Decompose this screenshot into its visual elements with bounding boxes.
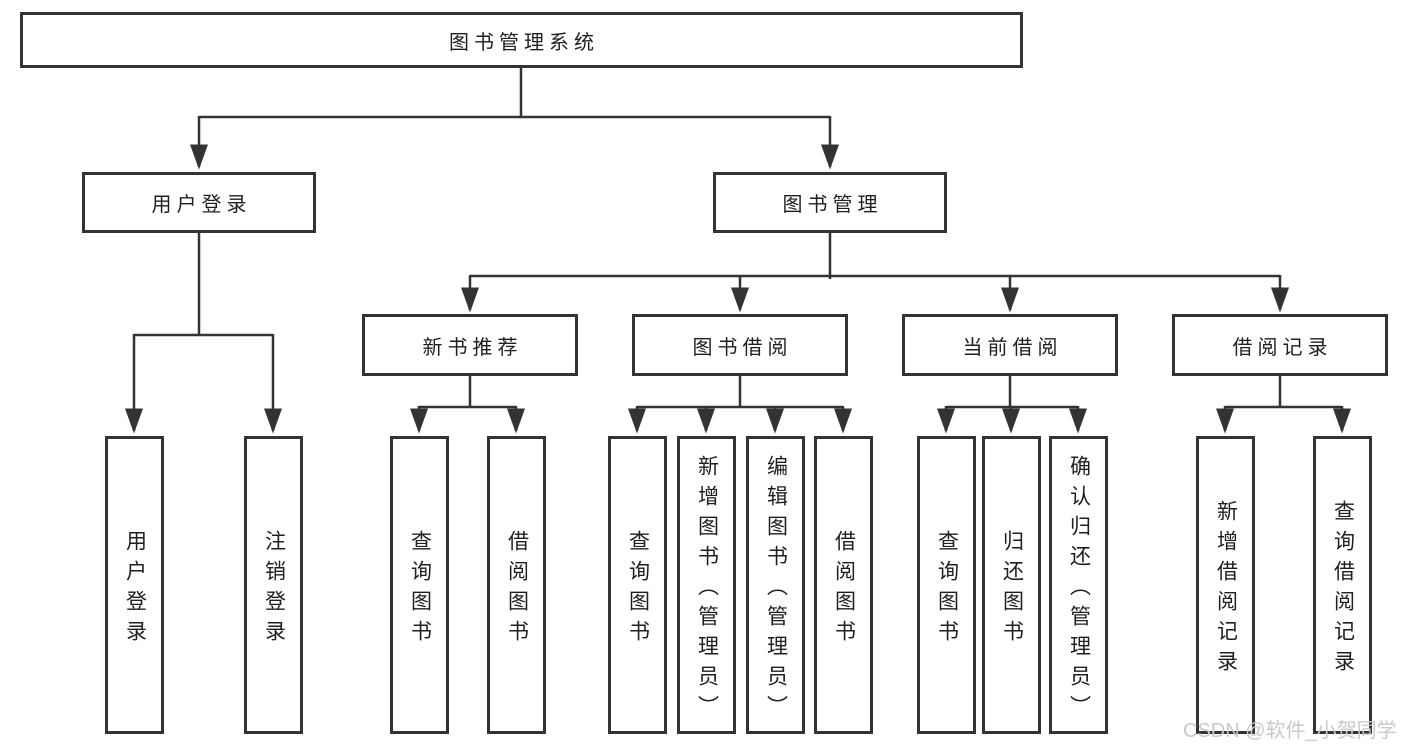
leaf-rec-query-book-label: 查询图书 [408, 529, 432, 650]
node-book-management-label: 图书管理 [782, 194, 883, 216]
connector-new-book-rec-to-children [409, 376, 525, 434]
leaf-return-book: 归还图书 [982, 436, 1041, 734]
leaf-logout: 注销登录 [244, 436, 303, 734]
node-new-book-recommend-label: 新书推荐 [422, 336, 523, 359]
leaf-borrow-query-book: 查询图书 [608, 436, 667, 734]
node-library-system-label: 图书管理系统 [449, 31, 599, 54]
leaf-add-book-admin-label: 新增图书（管理员） [695, 454, 719, 725]
leaf-current-query-book: 查询图书 [917, 436, 976, 734]
leaf-query-borrow-record-label: 查询借阅记录 [1331, 499, 1355, 680]
leaf-user-login-label: 用户登录 [123, 529, 147, 650]
leaf-borrow-query-book-label: 查询图书 [626, 529, 650, 650]
leaf-confirm-return-admin: 确认归还（管理员） [1049, 436, 1108, 734]
leaf-borrow-book-label: 借阅图书 [832, 529, 856, 650]
node-book-borrow: 图书借阅 [632, 314, 848, 376]
leaf-rec-borrow-book-label: 借阅图书 [505, 529, 529, 650]
connector-root-to-level2 [189, 68, 839, 170]
node-current-borrow: 当前借阅 [902, 314, 1118, 376]
node-borrow-record-label: 借阅记录 [1232, 336, 1333, 359]
node-current-borrow-label: 当前借阅 [962, 336, 1063, 359]
leaf-add-borrow-record: 新增借阅记录 [1196, 436, 1255, 734]
leaf-add-book-admin: 新增图书（管理员） [677, 436, 736, 734]
leaf-add-borrow-record-label: 新增借阅记录 [1214, 499, 1238, 680]
node-new-book-recommend: 新书推荐 [362, 314, 578, 376]
leaf-query-borrow-record: 查询借阅记录 [1313, 436, 1372, 734]
node-book-borrow-label: 图书借阅 [692, 336, 793, 359]
connector-borrow-record-to-children [1215, 376, 1351, 434]
leaf-current-query-book-label: 查询图书 [935, 529, 959, 650]
leaf-edit-book-admin: 编辑图书（管理员） [746, 436, 805, 734]
node-user-login: 用户登录 [82, 172, 316, 233]
node-book-management: 图书管理 [713, 172, 947, 233]
node-borrow-record: 借阅记录 [1172, 314, 1388, 376]
node-user-login-label: 用户登录 [151, 194, 252, 216]
node-library-system: 图书管理系统 [20, 12, 1023, 68]
csdn-watermark: CSDN @软件_小贺同学 [1183, 720, 1397, 742]
connector-book-mgmt-to-level3 [460, 233, 1289, 313]
leaf-edit-book-admin-label: 编辑图书（管理员） [764, 454, 788, 725]
leaf-return-book-label: 归还图书 [1000, 529, 1024, 650]
leaf-confirm-return-admin-label: 确认归还（管理员） [1067, 454, 1091, 725]
connector-user-login-to-children [124, 233, 282, 434]
leaf-logout-label: 注销登录 [262, 529, 286, 650]
connector-current-borrow-to-children [936, 376, 1087, 434]
leaf-rec-borrow-book: 借阅图书 [487, 436, 546, 734]
connector-book-borrow-to-children [627, 376, 852, 434]
leaf-borrow-book: 借阅图书 [814, 436, 873, 734]
leaf-rec-query-book: 查询图书 [390, 436, 449, 734]
leaf-user-login: 用户登录 [105, 436, 164, 734]
